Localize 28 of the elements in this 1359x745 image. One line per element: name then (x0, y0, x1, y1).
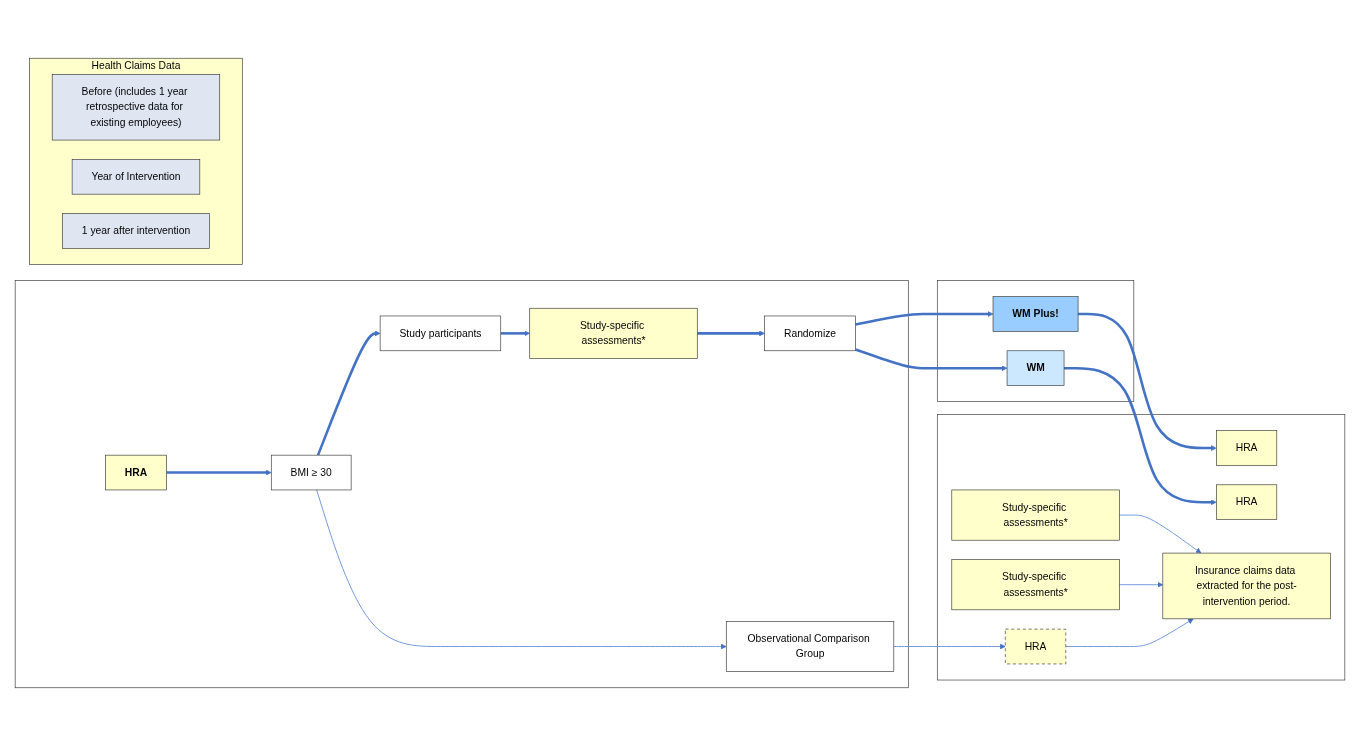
arrow (854, 310, 993, 326)
node-box: Before (includes 1 year retrospective data for existing employees) (51, 73, 220, 140)
node-box: HRA (1004, 628, 1066, 664)
cluster (14, 279, 909, 688)
node-box: BMI ≥ 30 (270, 454, 351, 490)
cluster (936, 279, 1134, 402)
arrow (854, 347, 1007, 371)
node-box: 1 year after intervention (61, 212, 210, 249)
node-box: Randomize (763, 315, 856, 351)
node-box: HRA (104, 454, 167, 490)
arrow (696, 330, 765, 336)
arrow (316, 330, 380, 456)
arrow (165, 469, 272, 475)
node-box: Study-specific assessments* (950, 489, 1120, 541)
node-box: WM Plus! (992, 295, 1078, 332)
node-box: HRA (1215, 429, 1277, 466)
cluster (936, 413, 1345, 680)
arrow (500, 330, 530, 336)
node-box: Observational Comparison Group (725, 620, 894, 672)
node-box: HRA (1215, 484, 1277, 520)
node-box: WM (1006, 349, 1064, 386)
arrow (1077, 312, 1217, 451)
node-box: Study participants (379, 315, 501, 351)
node-box: Study-specific assessments* (950, 558, 1120, 610)
arrow (1063, 366, 1217, 505)
node-box: Year of Intervention (71, 158, 200, 194)
node-box: Study-specific assessments* (528, 307, 698, 359)
node-box: Insurance claims data extracted for the post-intervention period. (1162, 552, 1331, 619)
